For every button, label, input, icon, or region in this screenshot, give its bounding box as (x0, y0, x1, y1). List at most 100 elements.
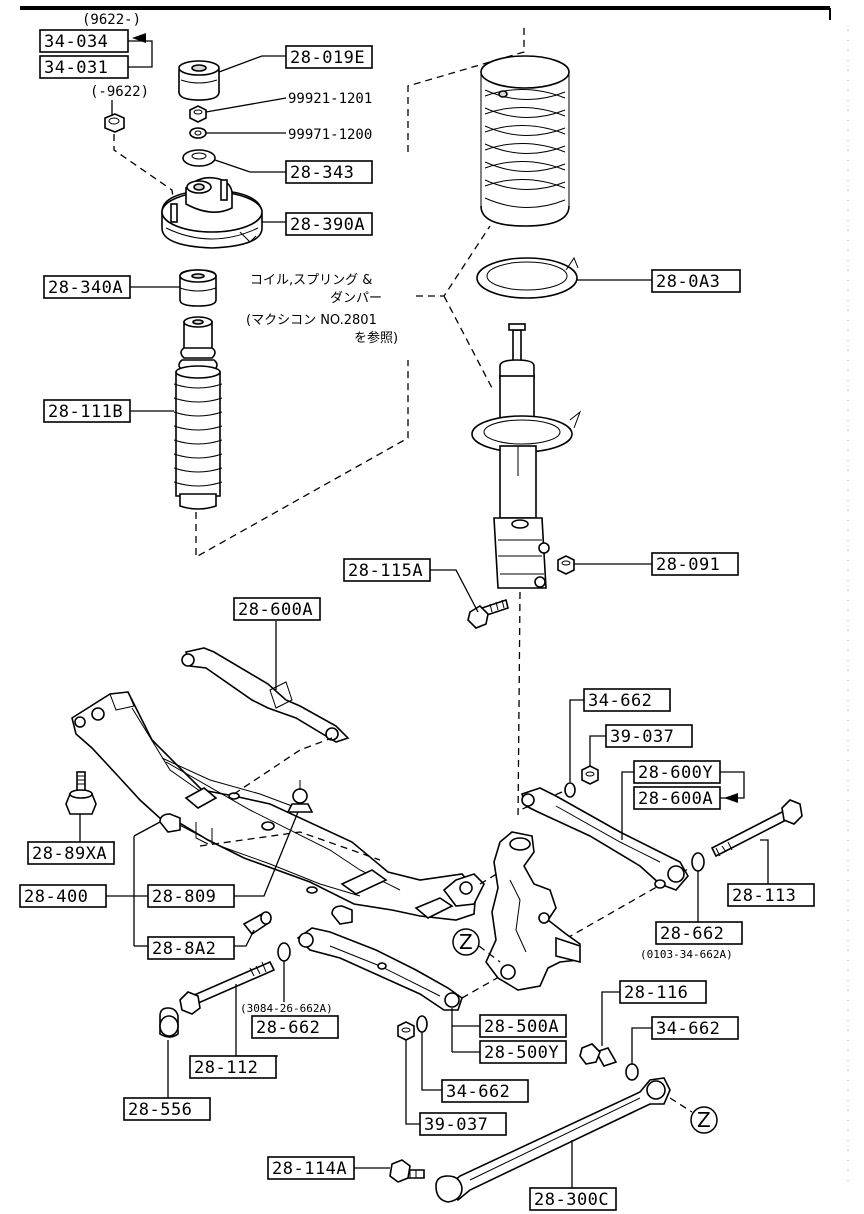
mount-28-89XA-part (65, 771, 97, 815)
coil-spring-part (480, 55, 570, 227)
note-28-662-right: (0103-34-662A) (640, 948, 733, 961)
label-34-662-a-text: 34-662 (588, 691, 652, 711)
label-28-115A-text: 28-115A (348, 561, 423, 581)
note-9622-from: (9622-) (82, 12, 141, 28)
label-28-113[interactable]: 28-113 (727, 883, 815, 907)
label-28-809[interactable]: 28-809 (147, 884, 235, 908)
nut-part (104, 113, 125, 133)
ref-note-line1: コイル,スプリング & (250, 273, 372, 288)
label-28-89XA[interactable]: 28-89XA (27, 841, 115, 865)
label-28-115A[interactable]: 28-115A (343, 558, 431, 582)
bushing-28-8A2-part (242, 911, 272, 936)
label-28-662-left[interactable]: 28-662 (251, 1015, 339, 1039)
nut-39-037-b-part (397, 1021, 415, 1041)
spring-seat-part (476, 256, 579, 299)
note-9622-to: (-9622) (90, 84, 149, 100)
label-39-037-a-text: 39-037 (610, 727, 674, 747)
cap-28-556-part (159, 1007, 179, 1038)
label-99921-1201[interactable]: 99921-1201 (288, 91, 372, 107)
label-28-89XA-text: 28-89XA (32, 844, 107, 864)
label-28-400[interactable]: 28-400 (19, 884, 107, 908)
label-28-600Y-text: 28-600Y (638, 763, 713, 783)
label-28-343-text: 28-343 (290, 163, 354, 183)
z-marker-left: Z (452, 928, 480, 956)
label-28-390A[interactable]: 28-390A (285, 212, 373, 236)
label-28-600A-top[interactable]: 28-600A (233, 597, 321, 621)
bolt-28-114A-part (389, 1159, 425, 1183)
label-28-662-right[interactable]: 28-662 (655, 921, 743, 945)
damper-dash (517, 591, 521, 821)
label-28-113-text: 28-113 (732, 886, 796, 906)
label-28-8A2[interactable]: 28-8A2 (147, 936, 235, 960)
label-28-500Y[interactable]: 28-500Y (479, 1040, 567, 1064)
label-28-091[interactable]: 28-091 (651, 552, 739, 576)
label-28-340A[interactable]: 28-340A (43, 275, 131, 299)
upper-arm-part (520, 787, 689, 891)
z-marker-left-text: Z (459, 930, 473, 954)
knuckle-part (485, 831, 581, 991)
label-28-019E[interactable]: 28-019E (285, 45, 373, 69)
label-28-343[interactable]: 28-343 (285, 160, 373, 184)
label-28-600A-top-text: 28-600A (238, 600, 313, 620)
ref-note-line3: (マクシコン NO.2801 (246, 313, 377, 328)
label-34-031-text: 34-031 (44, 58, 108, 78)
label-34-034[interactable]: 34-034 (39, 29, 129, 53)
label-28-600A-right[interactable]: 28-600A (633, 786, 721, 810)
label-28-400-text: 28-400 (24, 887, 88, 907)
group-dash-bottom (195, 360, 409, 559)
bump-stop-part (179, 269, 217, 307)
label-28-114A[interactable]: 28-114A (267, 1156, 355, 1180)
label-28-500A-text: 28-500A (484, 1017, 559, 1037)
washer-99971-part (189, 127, 207, 139)
label-28-116[interactable]: 28-116 (619, 980, 707, 1004)
label-28-809-text: 28-809 (152, 887, 216, 907)
dash-lower-arm (461, 867, 691, 999)
washer-28-662-r-part (691, 852, 705, 872)
ref-note-line2: ダンパー (330, 291, 382, 306)
label-28-390A-text: 28-390A (290, 215, 365, 235)
label-28-556-text: 28-556 (128, 1100, 192, 1120)
arrow-34-034 (132, 33, 146, 43)
label-34-662-b[interactable]: 34-662 (651, 1016, 739, 1040)
label-28-8A2-text: 28-8A2 (152, 939, 216, 959)
label-28-600Y[interactable]: 28-600Y (633, 760, 721, 784)
label-28-0A3[interactable]: 28-0A3 (651, 269, 741, 293)
damper-part (471, 323, 582, 589)
ref-dash-spring (416, 225, 491, 297)
nut-28-091-part (557, 555, 575, 575)
label-28-112[interactable]: 28-112 (189, 1055, 277, 1079)
z-marker-right-text: Z (697, 1108, 711, 1132)
nut-99921-part (189, 105, 207, 123)
label-39-037-b[interactable]: 39-037 (419, 1112, 507, 1136)
label-28-091-text: 28-091 (656, 555, 720, 575)
lower-arm-part (296, 927, 463, 1011)
bolt-28-113-part (710, 799, 803, 858)
label-28-556[interactable]: 28-556 (123, 1097, 211, 1121)
label-34-662-a[interactable]: 34-662 (583, 688, 671, 712)
lateral-link-top-part (181, 647, 350, 743)
label-28-300C-text: 28-300C (534, 1190, 609, 1210)
label-28-500A[interactable]: 28-500A (479, 1014, 567, 1038)
dash-cross-mid (199, 831, 381, 861)
label-28-111B[interactable]: 28-111B (43, 399, 131, 423)
label-34-662-c[interactable]: 34-662 (441, 1079, 529, 1103)
label-28-340A-text: 28-340A (48, 278, 123, 298)
bolt-28-112-part (179, 960, 276, 1015)
ref-dash-damper (443, 295, 493, 389)
washer-28-662-l-part (277, 942, 291, 962)
group-dash-top (407, 24, 525, 152)
stud-28-809-part (286, 780, 314, 813)
label-34-031[interactable]: 34-031 (39, 55, 129, 79)
label-28-300C[interactable]: 28-300C (529, 1187, 617, 1211)
bracket-34 (128, 40, 153, 68)
label-39-037-a[interactable]: 39-037 (605, 724, 693, 748)
crossmember-part (71, 691, 485, 925)
label-28-600A-right-text: 28-600A (638, 789, 713, 809)
washer-34-662-b-part (625, 1063, 639, 1081)
trailing-link-part (435, 1077, 671, 1203)
washer-34-662-c-part (416, 1015, 428, 1033)
label-99971-1200[interactable]: 99971-1200 (288, 127, 372, 143)
label-28-111B-text: 28-111B (48, 402, 123, 422)
strut-mount-part (161, 176, 263, 249)
